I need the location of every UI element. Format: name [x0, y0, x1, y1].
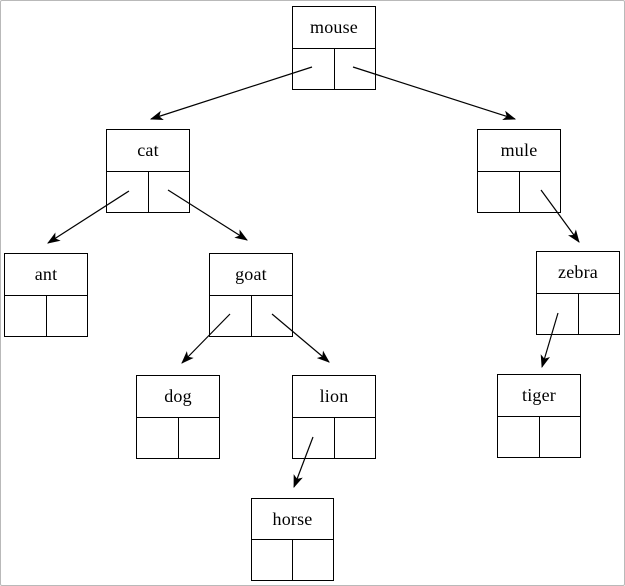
left-pointer-cell: [107, 171, 149, 212]
node-label: lion: [293, 376, 375, 418]
right-pointer-cell: [540, 417, 581, 458]
tree-node-cat: cat: [106, 129, 190, 213]
tree-node-lion: lion: [292, 375, 376, 459]
tree-node-zebra: zebra: [536, 251, 620, 335]
right-pointer-cell: [293, 540, 333, 580]
left-pointer-cell: [210, 295, 252, 336]
right-pointer-cell: [47, 296, 88, 337]
node-label: horse: [252, 499, 333, 540]
pointer-cells: [137, 417, 220, 459]
tree-node-dog: dog: [136, 375, 220, 459]
pointer-cells: [478, 171, 561, 213]
left-pointer-cell: [537, 293, 579, 334]
edge-mouse-right-to-mule: [352, 66, 517, 120]
left-pointer-cell: [5, 295, 47, 336]
pointer-cells: [252, 540, 333, 580]
left-pointer-cell: [498, 416, 540, 457]
node-label: ant: [5, 254, 87, 296]
tree-node-goat: goat: [209, 253, 293, 337]
right-pointer-cell: [179, 418, 220, 459]
node-label: tiger: [498, 375, 580, 417]
right-pointer-cell: [335, 418, 376, 459]
node-label: cat: [107, 130, 189, 172]
tree-node-mouse: mouse: [292, 6, 376, 90]
right-pointer-cell: [335, 49, 376, 90]
edge-mouse-left-to-cat: [149, 66, 313, 120]
node-label: mouse: [293, 7, 375, 49]
left-pointer-cell: [252, 540, 293, 580]
tree-node-horse: horse: [251, 498, 334, 581]
left-pointer-cell: [478, 171, 520, 212]
left-pointer-cell: [137, 417, 179, 458]
pointer-cells: [537, 293, 620, 335]
left-pointer-cell: [293, 48, 335, 89]
pointer-cells: [107, 171, 190, 213]
tree-node-mule: mule: [477, 129, 561, 213]
left-pointer-cell: [293, 417, 335, 458]
right-pointer-cell: [252, 296, 293, 337]
right-pointer-cell: [149, 172, 190, 213]
pointer-cells: [293, 417, 376, 459]
node-label: dog: [137, 376, 219, 418]
pointer-cells: [293, 48, 376, 90]
tree-node-ant: ant: [4, 253, 88, 337]
pointer-cells: [210, 295, 293, 337]
pointer-cells: [5, 295, 88, 337]
node-label: goat: [210, 254, 292, 296]
pointer-cells: [498, 416, 581, 458]
tree-node-tiger: tiger: [497, 374, 581, 458]
node-label: mule: [478, 130, 560, 172]
right-pointer-cell: [520, 172, 561, 213]
right-pointer-cell: [579, 294, 620, 335]
node-label: zebra: [537, 252, 619, 294]
